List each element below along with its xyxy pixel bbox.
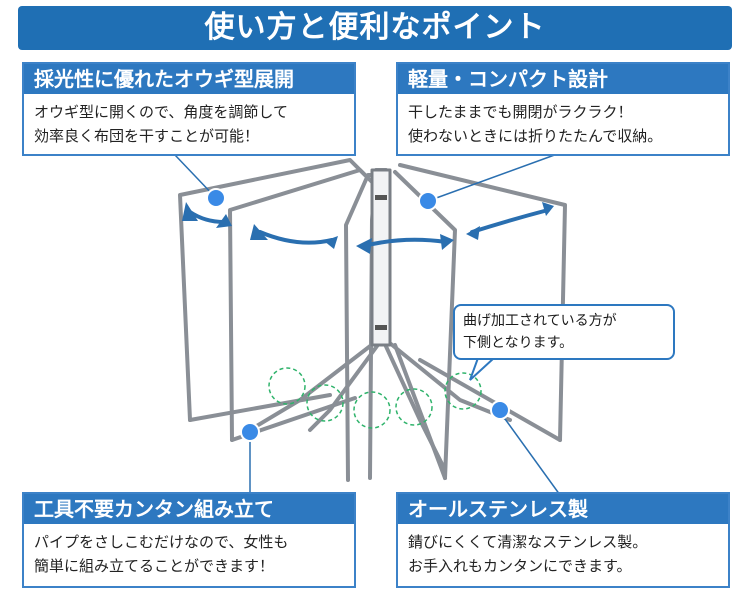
feature-pointer-dot-icon [206, 188, 226, 208]
feature-box-stainless: オールステンレス製 錆びにくくて清潔なステンレス製。 お手入れもカンタンにできま… [396, 492, 730, 588]
bend-side-callout: 曲げ加工されている方が 下側となります。 [453, 304, 675, 360]
callout-tail [469, 357, 495, 381]
callout-line: 下側となります。 [463, 335, 574, 351]
feature-box-toolless: 工具不要カンタン組み立て パイプをさしこむだけなので、女性も 簡単に組み立てるこ… [22, 492, 356, 588]
joint-highlight-circle [444, 372, 482, 410]
feature-heading: 採光性に優れたオウギ型展開 [24, 64, 354, 94]
feature-box-compact: 軽量・コンパクト設計 干したままでも開閉がラクラク！ 使わないときには折りたたん… [396, 62, 730, 156]
feature-description: パイプをさしこむだけなので、女性も 簡単に組み立てることができます！ [24, 524, 354, 584]
feature-description: 干したままでも開閉がラクラク！ 使わないときには折りたたんで収納。 [398, 94, 728, 154]
feature-pointer-dot-icon [240, 422, 260, 442]
feature-description-line: 簡単に組み立てることができます！ [34, 557, 275, 575]
rack-leg [382, 340, 447, 472]
rack-frame-panel [393, 170, 457, 480]
rack-frame-panel [398, 163, 567, 442]
feature-pointer-dot-icon [490, 400, 510, 420]
feature-description-line: 錆びにくくて清潔なステンレス製。 [408, 533, 648, 551]
feature-description: 錆びにくくて清潔なステンレス製。 お手入れもカンタンにできます。 [398, 524, 728, 584]
feature-heading: 工具不要カンタン組み立て [24, 494, 354, 524]
rack-frame-panel [178, 158, 367, 422]
rack-leg [308, 340, 382, 432]
feature-heading: 軽量・コンパクト設計 [398, 64, 728, 94]
feature-description-line: 使わないときには折りたたんで収納。 [408, 127, 663, 145]
feature-description-line: 干したままでも開閉がラクラク！ [408, 103, 633, 121]
title-bar: 使い方と便利なポイント [18, 6, 732, 50]
feature-description-line: 効率良く布団を干すことが可能！ [34, 127, 260, 145]
rotate-arrow-icon [258, 230, 334, 245]
joint-highlight-circle [306, 384, 344, 422]
rack-frame-panel [418, 358, 562, 442]
rack-leg [248, 338, 380, 432]
rack-frame-panel [188, 393, 332, 422]
feature-box-fan-open: 採光性に優れたオウギ型展開 オウギ型に開くので、角度を調節して 効率良く布団を干… [22, 62, 356, 156]
joint-highlight-circle [353, 391, 391, 429]
feature-description-line: お手入れもカンタンにできます。 [408, 557, 632, 575]
rotate-arrow-icon [470, 208, 550, 234]
rack-center-hub [370, 168, 392, 347]
rotate-arrow-icon [362, 237, 448, 248]
joint-highlight-circle [268, 367, 306, 405]
feature-description-line: パイプをさしこむだけなので、女性も [34, 533, 289, 551]
callout-line: 曲げ加工されている方が [463, 313, 617, 329]
feature-heading: オールステンレス製 [398, 494, 728, 524]
feature-pointer-dot-icon [418, 191, 438, 211]
joint-highlight-circle [395, 388, 433, 426]
feature-description-line: オウギ型に開くので、角度を調節して [34, 103, 288, 121]
page-title: 使い方と便利なポイント [204, 10, 546, 45]
feature-description: オウギ型に開くので、角度を調節して 効率良く布団を干すことが可能！ [24, 94, 354, 154]
